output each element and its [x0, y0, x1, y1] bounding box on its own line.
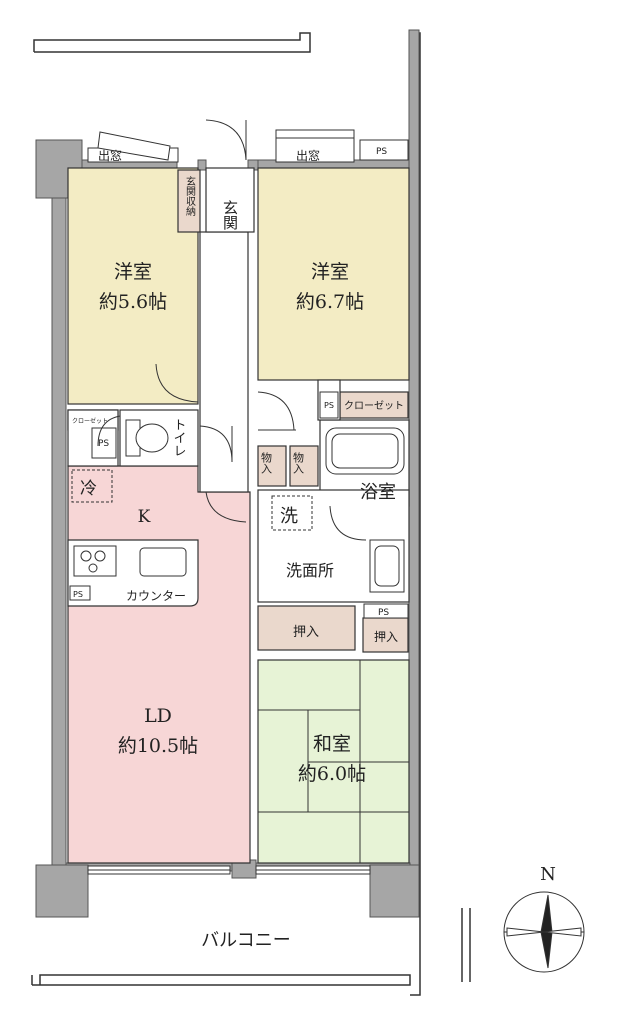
- stove-icon: [73, 545, 117, 577]
- washitsu-size: 約6.0帖: [298, 763, 366, 785]
- north-compass: N: [503, 864, 585, 973]
- ps-label-top: PS: [376, 147, 387, 157]
- kitchen-sink-icon: [139, 547, 187, 577]
- east-bedroom-area: [257, 167, 410, 381]
- monoire-1: [257, 445, 287, 487]
- bath-label: 浴室: [360, 482, 396, 503]
- tatami-lines: [258, 660, 409, 863]
- ps-label-toilet: PS: [98, 439, 109, 449]
- monoire-2: [289, 445, 319, 487]
- windows: [87, 865, 371, 875]
- north-label: N: [540, 864, 556, 885]
- fridge-space: [71, 469, 113, 503]
- bathtub-icon: [325, 427, 405, 475]
- ps-label-closet: PS: [324, 401, 334, 410]
- sen-label: 洗: [280, 506, 298, 527]
- monoire-label-2: 物入: [292, 451, 305, 474]
- west-bedroom-name: 洋室: [114, 261, 152, 283]
- room-labels: 出窓 出窓 PS 玄関 玄関収納 洋室 約5.6帖 洋室 約6.7帖 クローゼッ…: [72, 147, 404, 951]
- monoire-label-1: 物入: [260, 451, 273, 474]
- closet-label-east: クローゼット: [344, 400, 404, 412]
- balcony-label: バルコニー: [201, 930, 291, 951]
- genkan-label: 玄関: [221, 200, 239, 231]
- east-bedroom-name: 洋室: [311, 261, 349, 283]
- demado-label-west: 出窓: [98, 148, 122, 163]
- ld-size: 約10.5帖: [118, 735, 198, 757]
- east-bedroom-size: 約6.7帖: [296, 291, 364, 313]
- washroom-label: 洗面所: [286, 561, 334, 580]
- demado-label-east: 出窓: [296, 148, 320, 163]
- washitsu-name: 和室: [313, 733, 351, 755]
- ld-name: LD: [144, 705, 172, 727]
- rei-label: 冷: [80, 479, 97, 499]
- doors: [97, 119, 367, 541]
- fixtures: [69, 129, 409, 619]
- ps-label-counter: PS: [73, 590, 83, 599]
- genkan-storage-label: 玄関収納: [184, 175, 196, 217]
- washer-space: [271, 495, 313, 531]
- toilet-label: トイレ: [171, 418, 186, 457]
- genkan-storage-area: [177, 169, 201, 233]
- counter-label: カウンター: [126, 589, 186, 603]
- closet-label-west: クローゼット: [72, 417, 108, 425]
- west-bedroom-area: [67, 167, 199, 405]
- ldk-area: [67, 465, 251, 864]
- oshiire-1: [257, 605, 356, 651]
- ps-label-oshiire: PS: [378, 608, 389, 618]
- oshiire-2: [362, 617, 409, 653]
- west-bedroom-size: 約5.6帖: [99, 291, 167, 313]
- oshiire-label-1: 押入: [293, 625, 319, 640]
- closet-east: [339, 391, 409, 419]
- oshiire-label-2: 押入: [374, 630, 398, 644]
- kitchen-label: K: [138, 507, 151, 527]
